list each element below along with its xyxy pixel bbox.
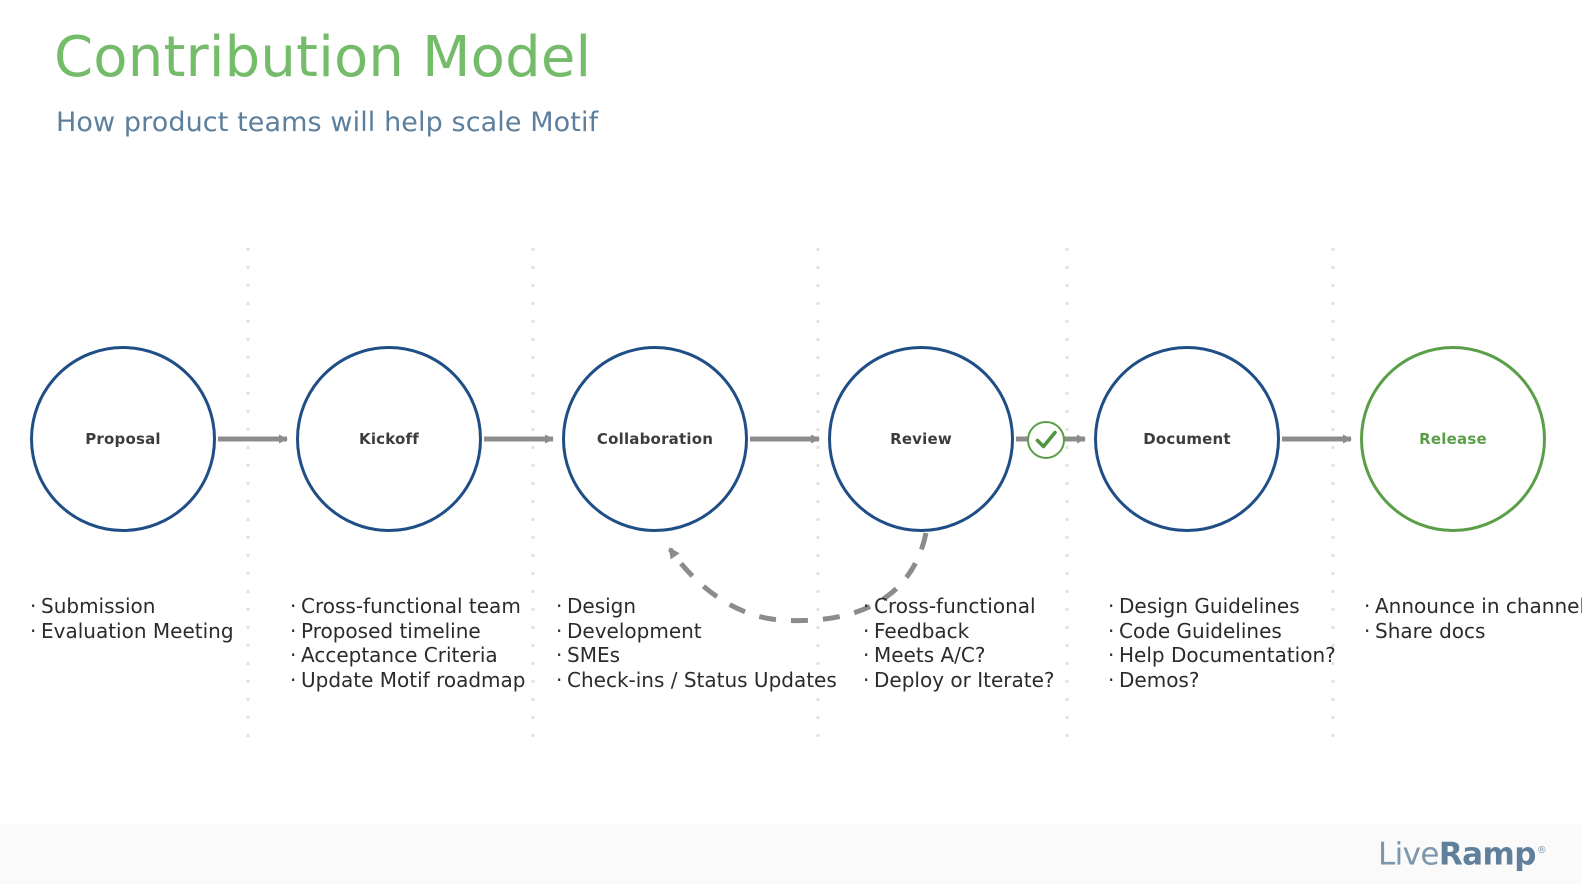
brand-logo: LiveRamp® [1374,832,1547,874]
stage-label-document: Document [1143,430,1231,448]
bullet-text: Help Documentation? [1119,643,1336,667]
list-item: ·Check-ins / Status Updates [556,667,837,692]
list-item: ·SMEs [556,643,621,667]
bullet-text: Demos? [1119,667,1200,692]
stage-label-kickoff: Kickoff [359,430,419,448]
registered-mark: ® [1536,845,1547,857]
process-flow-diagram: Proposal Kickoff Collaboration Review Do… [30,248,1582,745]
connector-review-collaboration-loop [667,532,929,624]
bullet-text: Development [567,618,702,643]
bullet-column-release: ·Announce in channels ·Share docs [1364,594,1582,643]
bullet-text: Cross-functional [874,594,1036,618]
bullet-text: Acceptance Criteria [301,643,498,667]
bullet-text: Feedback [874,618,970,643]
bullet-column-proposal: ·Submission ·Evaluation Meeting [30,594,234,643]
list-item: ·Help Documentation? [1108,643,1336,667]
column-separators [246,248,1335,745]
bullet-text: Deploy or Iterate? [874,667,1055,692]
stage-label-review: Review [890,430,952,448]
list-item: ·Cross-functional [863,594,1036,618]
list-item: ·Deploy or Iterate? [863,667,1055,692]
page-title: Contribution Model [54,25,592,90]
stage-node-release[interactable]: Release [1360,346,1546,532]
stage-node-kickoff[interactable]: Kickoff [296,346,482,532]
list-item: ·Evaluation Meeting [30,618,234,643]
footer-band [0,824,1582,884]
bullet-column-collaboration: ·Design ·Development ·SMEs ·Check-ins / … [556,594,837,692]
stage-label-collaboration: Collaboration [596,430,714,448]
stage-node-document[interactable]: Document [1094,346,1280,532]
diagram-canvas [218,248,1352,745]
check-circle-icon [1027,421,1065,459]
brand-wordmark-light: Live [1378,836,1440,873]
bullet-text: Evaluation Meeting [41,618,234,643]
stage-label-release: Release [1419,430,1487,448]
list-item: ·Demos? [1108,667,1200,692]
list-item: ·Submission [30,594,156,618]
bullet-text: Proposed timeline [301,618,481,643]
bullet-text: Design [567,594,637,618]
list-item: ·Proposed timeline [290,618,481,643]
bullet-text: Meets A/C? [874,643,986,667]
list-item: ·Feedback [863,618,970,643]
page-subtitle: How product teams will help scale Motif [56,107,599,138]
bullet-text: Design Guidelines [1119,594,1300,618]
list-item: ·Acceptance Criteria [290,643,498,667]
list-item: ·Announce in channels [1364,594,1582,619]
bullet-text: Check-ins / Status Updates [567,667,837,692]
bullet-text: Cross-functional team [301,594,521,618]
stage-node-review[interactable]: Review [828,346,1014,532]
list-item: ·Share docs [1364,618,1486,643]
list-item: ·Design Guidelines [1108,594,1300,618]
bullet-column-kickoff: ·Cross-functional team ·Proposed timelin… [290,594,525,692]
stage-label-proposal: Proposal [85,430,161,448]
brand-wordmark-bold: Ramp [1438,836,1536,873]
bullet-text: Update Motif roadmap [301,667,526,692]
bullet-text: Code Guidelines [1119,618,1282,643]
bullet-column-document: ·Design Guidelines ·Code Guidelines ·Hel… [1108,594,1336,692]
bullet-text: Share docs [1375,618,1486,643]
list-item: ·Update Motif roadmap [290,667,526,692]
bullet-text: SMEs [567,643,621,667]
list-item: ·Development [556,618,702,643]
list-item: ·Code Guidelines [1108,618,1282,643]
bullet-text: Announce in channels [1375,594,1582,618]
brand-wordmark: LiveRamp® [1378,835,1547,873]
stage-node-collaboration[interactable]: Collaboration [562,346,748,532]
list-item: ·Design [556,594,637,618]
bullet-text: Submission [41,594,156,618]
list-item: ·Meets A/C? [863,643,986,667]
stage-node-proposal[interactable]: Proposal [30,346,216,532]
bullet-column-review: ·Cross-functional ·Feedback ·Meets A/C? … [863,594,1055,692]
list-item: ·Cross-functional team [290,594,521,618]
